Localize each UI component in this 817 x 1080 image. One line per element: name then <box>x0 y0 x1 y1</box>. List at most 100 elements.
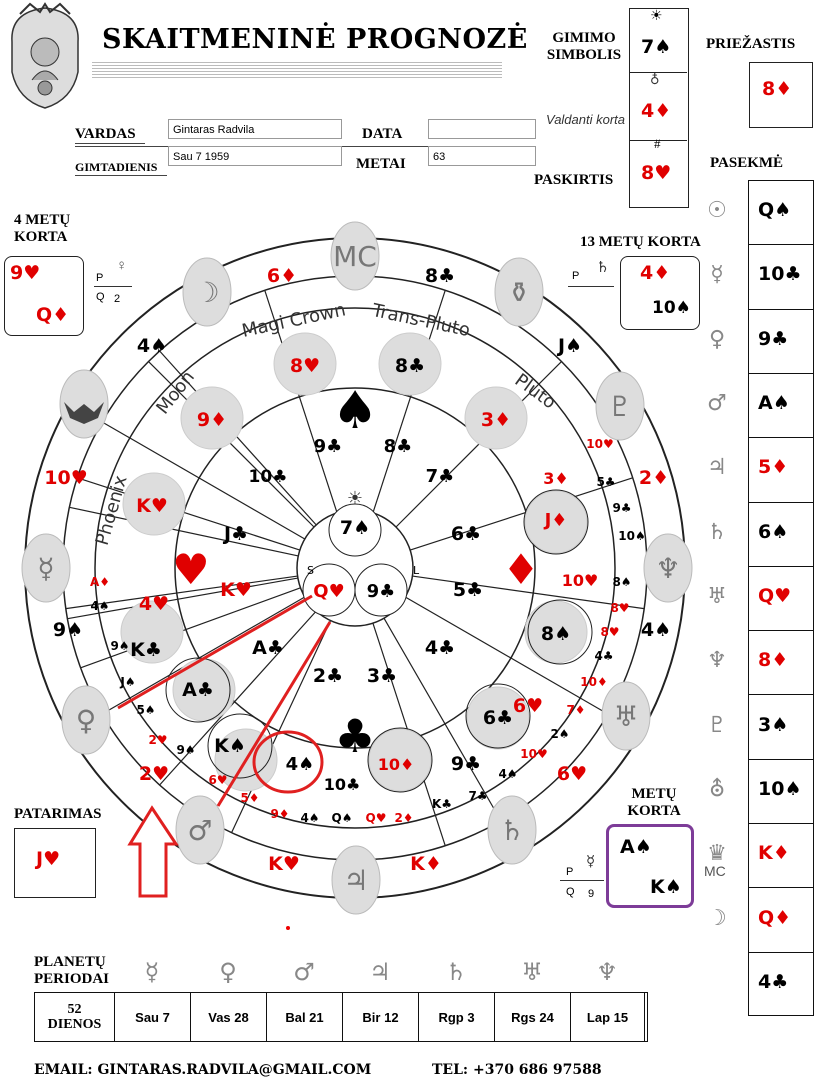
planet-oval-icon: ♂ <box>187 814 212 847</box>
wheel-card: 5♣ <box>453 579 483 601</box>
period-symbols: ☿♀♂♃♄♅♆ <box>118 958 648 988</box>
ring-small-card: 9♣ <box>612 501 631 515</box>
wheel-card: 2♣ <box>313 665 343 687</box>
wheel-card: 4♠ <box>137 335 167 357</box>
wheel-card: 7♠ <box>340 517 370 539</box>
page-title: SKAITMENINĖ PROGNOZĖ <box>102 24 528 55</box>
planet-oval <box>643 533 693 603</box>
wheel-card: 4♠ <box>286 754 315 775</box>
planet-oval-icon: ☿ <box>37 552 54 585</box>
result-card: Q♥ <box>758 585 792 607</box>
cause-label: PRIEŽASTIS <box>706 36 796 52</box>
ring-card-circle <box>466 686 530 750</box>
wheel-card: 8♣ <box>384 436 413 457</box>
years-label: METAI <box>356 156 406 172</box>
ring-small-card: J♠ <box>119 675 135 689</box>
year-card-box <box>606 824 694 908</box>
period-cell: Rgs 24 <box>495 993 571 1041</box>
ring-card-circle <box>368 728 432 792</box>
ring-small-card: Q♠ <box>332 811 353 825</box>
ring-small-card: 10♦ <box>580 675 607 689</box>
result-card: K♦ <box>758 842 790 865</box>
result-label: PASEKMĖ <box>710 155 784 171</box>
planet-oval <box>61 685 111 755</box>
planet-oval-icon: ☽ <box>194 276 219 309</box>
result-planet-icon: ♆ <box>707 648 727 674</box>
wheel-card: 9♣ <box>451 753 481 775</box>
result-row-divider <box>749 823 813 825</box>
ring-small-card: 2♥ <box>148 733 167 747</box>
birth-symbol-card: 7♠ <box>641 36 672 58</box>
wheel-card: 6♥ <box>513 695 543 717</box>
wheel-spoke <box>159 610 317 786</box>
thirteen-year-card-bottom: 10♠ <box>652 298 691 318</box>
result-row-divider <box>749 694 813 696</box>
highlight-circle <box>252 730 324 794</box>
wheel-card: A♣ <box>182 679 214 701</box>
ring-small-card: 5♣ <box>596 475 615 489</box>
result-row-divider <box>749 758 813 760</box>
planet-oval <box>175 795 225 865</box>
result-row-divider <box>749 887 813 889</box>
ring-small-card: 7♦ <box>566 703 585 717</box>
year-card-p: P <box>566 866 574 878</box>
result-planet-icon: ☽ <box>707 905 727 931</box>
wheel-card: 2♦ <box>639 467 669 489</box>
wheel-spoke <box>412 575 645 610</box>
wheel-card: 3♣ <box>367 665 397 687</box>
planet-oval-icon: ♆ <box>655 552 680 585</box>
ruling-card-label: Valdanti korta <box>546 112 626 127</box>
result-planet-icon: ♅ <box>707 584 727 609</box>
wheel-spoke <box>101 596 306 715</box>
result-planet-icon: ♇ <box>707 712 727 738</box>
period-cell: Vas 28 <box>191 993 267 1041</box>
footer-email[interactable]: EMAIL: GINTARAS.RADVILA@GMAIL.COM <box>34 1062 372 1078</box>
ring-card-circle <box>120 600 184 664</box>
four-year-fraction-line <box>94 286 132 287</box>
planet-oval-icon: MC <box>333 240 377 273</box>
wheel-card: 4♣ <box>425 637 455 659</box>
years-field[interactable]: 63 <box>428 146 536 166</box>
wheel-l-label: L <box>413 564 420 577</box>
ring-card-circle <box>524 600 588 664</box>
sun-center-icon: ☀ <box>347 488 363 509</box>
result-card-column <box>748 180 814 1016</box>
result-row-divider <box>749 951 813 953</box>
year-card-fraction-line <box>560 880 604 881</box>
diamond-suit-icon: ♦ <box>502 545 540 594</box>
wheel-card: 10♦ <box>378 755 415 774</box>
planet-oval <box>487 795 537 865</box>
result-planet-icon: ♀ <box>708 326 726 352</box>
ring-card-outline <box>465 683 531 749</box>
coat-of-arms-logo <box>11 2 79 109</box>
wheel-card: 3♦ <box>481 409 511 431</box>
name-field[interactable]: Gintaras Radvila <box>168 119 342 139</box>
planet-oval <box>494 257 544 327</box>
wheel-card: 2♥ <box>139 763 169 785</box>
wheel-spoke <box>383 617 502 822</box>
wheel-spoke <box>67 577 298 620</box>
year-card-top: A♠ <box>620 836 652 858</box>
date-field[interactable] <box>428 119 536 139</box>
cause-card: 8♦ <box>762 78 793 100</box>
wheel-card: 9♠ <box>53 619 83 641</box>
ring-small-card: 9♠ <box>176 743 195 757</box>
ring-card-outline <box>527 599 593 665</box>
wheel-card: K♦ <box>410 853 442 875</box>
hash-icon: # <box>654 136 661 151</box>
ring-small-card: 8♥ <box>610 601 629 615</box>
wheel-spoke <box>148 361 315 528</box>
planet-oval <box>21 533 71 603</box>
wheel-card: K♥ <box>268 853 300 875</box>
mercury-small-icon: ☿ <box>586 854 596 870</box>
result-row-divider <box>749 501 813 503</box>
birthday-field[interactable]: Sau 7 1959 <box>168 146 342 166</box>
ring-small-card: 8♠ <box>612 575 631 589</box>
ring-small-card: 4♠ <box>90 599 109 613</box>
cause-card-box <box>749 62 813 128</box>
